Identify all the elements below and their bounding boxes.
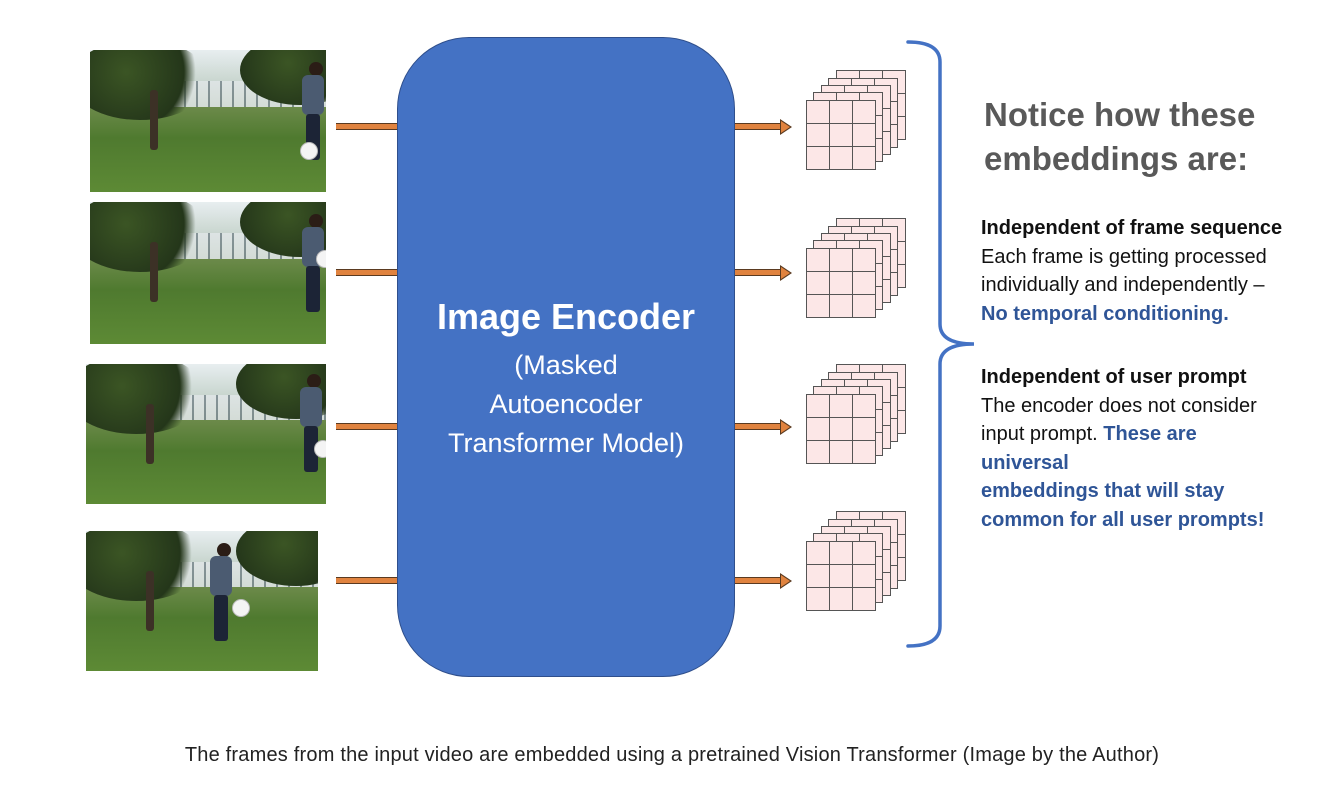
point-highlight: No temporal conditioning.	[981, 302, 1229, 325]
figure-caption: The frames from the input video are embe…	[184, 744, 1160, 766]
output-arrow-head	[780, 265, 792, 281]
embedding-stack-2	[806, 218, 906, 318]
embedding-stack-1	[806, 70, 906, 170]
output-arrow	[735, 423, 781, 430]
video-frame-3	[86, 364, 326, 504]
point-highlight-inline: These are	[1103, 423, 1197, 445]
point-body-inline: input prompt.	[981, 423, 1104, 445]
image-encoder-block: Image Encoder (Masked Autoencoder Transf…	[397, 37, 735, 677]
encoder-subtitle-line: Autoencoder	[489, 389, 643, 419]
point-body-line: input prompt. These are	[981, 420, 1321, 449]
frame-person	[210, 556, 232, 596]
curly-bracket	[906, 40, 975, 648]
point-highlight: embeddings that will stay	[981, 480, 1225, 502]
output-arrow	[735, 123, 781, 130]
video-frame-2	[90, 202, 326, 344]
output-arrow	[735, 269, 781, 276]
video-frame-4	[86, 531, 318, 671]
frame-person	[302, 75, 324, 115]
point-body-line: Each frame is getting processed	[981, 245, 1267, 268]
embedding-grid	[806, 394, 876, 464]
output-arrow	[735, 577, 781, 584]
input-arrow	[336, 423, 398, 430]
frame-trunk	[146, 571, 154, 631]
encoder-subtitle: (Masked Autoencoder Transformer Model)	[398, 346, 734, 463]
frame-person	[300, 387, 322, 427]
point-heading: Independent of frame sequence	[981, 217, 1283, 239]
point-body-line: The encoder does not consider	[981, 394, 1257, 417]
embedding-grid	[806, 541, 876, 611]
frame-person	[217, 543, 231, 557]
notice-title-line: Notice how these	[984, 96, 1256, 133]
frame-person	[309, 62, 323, 76]
notice-title-line: embeddings are:	[984, 140, 1249, 177]
output-arrow-head	[780, 119, 792, 135]
frame-trunk	[150, 90, 158, 150]
output-arrow-head	[780, 573, 792, 589]
encoder-subtitle-line: (Masked	[514, 350, 618, 380]
output-arrow-head	[780, 419, 792, 435]
encoder-title: Image Encoder	[436, 296, 696, 337]
embedding-grid	[806, 248, 876, 318]
notice-title: Notice how these embeddings are:	[984, 93, 1324, 181]
input-arrow	[336, 577, 398, 584]
embedding-stack-3	[806, 364, 906, 464]
video-frame-1	[90, 50, 326, 192]
point-user-prompt: Independent of user prompt The encoder d…	[981, 363, 1321, 534]
frame-person	[214, 595, 228, 641]
point-frame-sequence: Independent of frame sequence Each frame…	[981, 214, 1321, 328]
frame-person	[304, 426, 318, 472]
point-highlight: common for all user prompts!	[981, 508, 1265, 531]
input-arrow	[336, 123, 398, 130]
point-heading: Independent of user prompt	[981, 366, 1247, 388]
input-arrow	[336, 269, 398, 276]
frame-ball	[300, 142, 318, 160]
frame-person	[307, 374, 321, 388]
point-highlight: universal	[981, 451, 1069, 474]
frame-trunk	[150, 242, 158, 302]
frame-ball	[232, 599, 250, 617]
frame-ball	[314, 440, 326, 458]
frame-person	[309, 214, 323, 228]
embedding-stack-4	[806, 511, 906, 611]
frame-trunk	[146, 404, 154, 464]
embedding-grid	[806, 100, 876, 170]
frame-person	[306, 266, 320, 312]
point-body-line: individually and independently –	[981, 274, 1265, 296]
encoder-subtitle-line: Transformer Model)	[447, 428, 685, 458]
